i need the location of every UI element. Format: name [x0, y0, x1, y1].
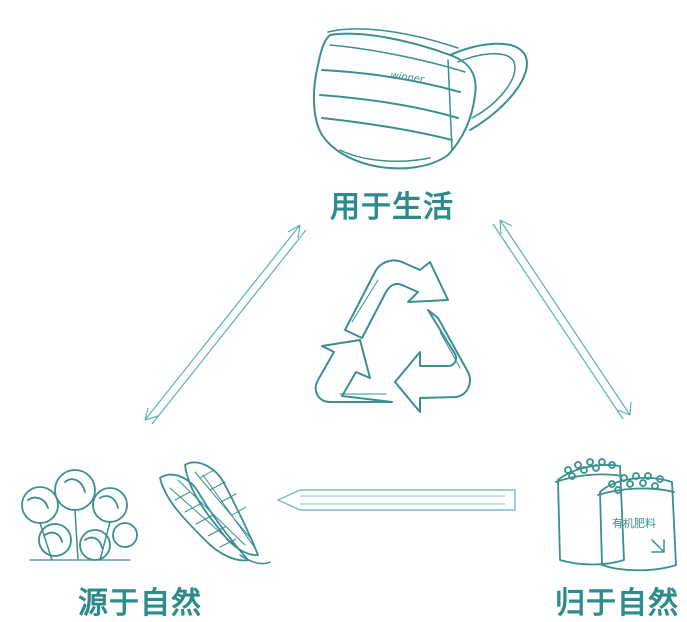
arrow-left-to-top: [144, 224, 307, 425]
face-mask-icon: [312, 28, 528, 170]
fertilizer-bag-text: 有机肥料: [612, 516, 656, 530]
cotton-icon: [21, 469, 138, 561]
arrow-top-to-right: [492, 219, 632, 420]
fertilizer-bags-icon: [555, 458, 677, 572]
label-return-to-nature: 归于自然: [555, 586, 679, 621]
label-use-in-life: 用于生活: [330, 190, 454, 225]
label-from-nature: 源于自然: [78, 586, 202, 621]
recycle-icon: [314, 259, 471, 413]
mask-brand-text: winner: [390, 70, 426, 86]
arrow-right-to-left: [276, 489, 516, 511]
corn-icon: [159, 461, 271, 565]
